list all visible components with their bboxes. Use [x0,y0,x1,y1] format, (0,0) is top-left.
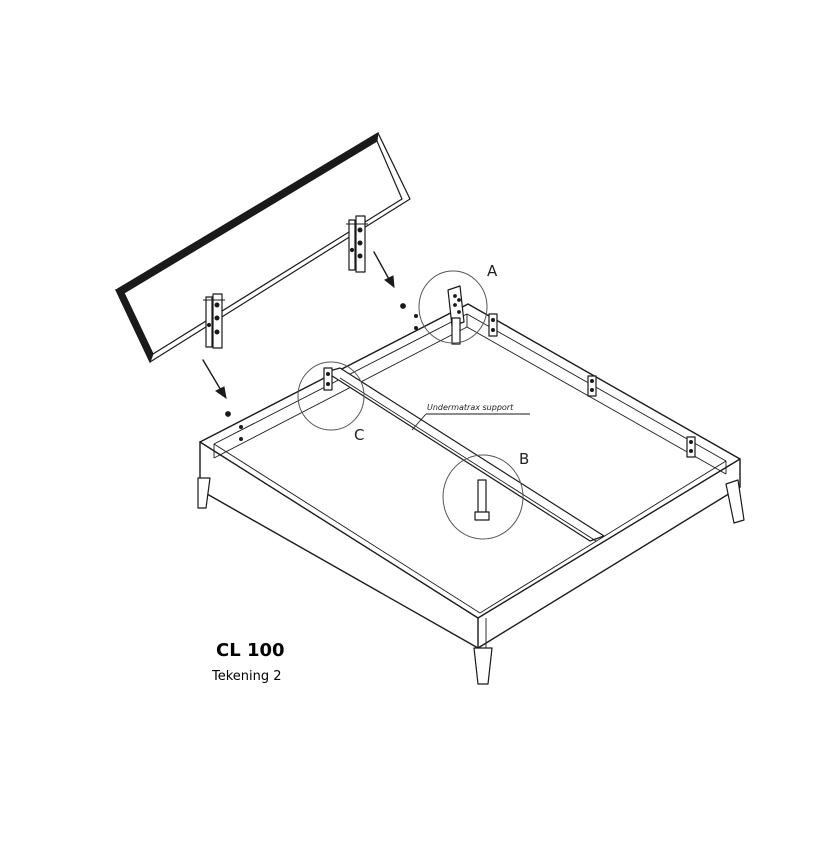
fitting-2 [488,313,498,337]
headboard [114,132,411,364]
fitting-4 [686,436,696,458]
leg-right [725,479,745,524]
headboard-bracket-right [346,215,368,273]
annotation-leader [411,413,427,431]
leg-front-left [197,477,211,509]
detail-circle-b [442,454,524,540]
callout-a: A [487,262,498,280]
arrow-left [202,359,227,400]
leg-front [473,647,493,685]
callout-c: C [354,426,364,444]
center-leg-b [474,479,490,521]
corner-bracket-a [447,285,465,345]
headboard-bracket-left [203,293,225,349]
annotation-label: Undermatrax support [427,403,514,412]
bed-frame [197,285,745,685]
fitting-1 [323,367,333,391]
callout-b: B [519,450,529,468]
arrow-right [373,251,395,289]
model-title: CL 100 [216,640,285,661]
detail-circle-c [297,361,365,431]
detail-circle-a [418,270,488,344]
undermattress-support [325,367,605,542]
drawing-subtitle: Tekening 2 [212,669,282,684]
fitting-3 [587,375,597,397]
